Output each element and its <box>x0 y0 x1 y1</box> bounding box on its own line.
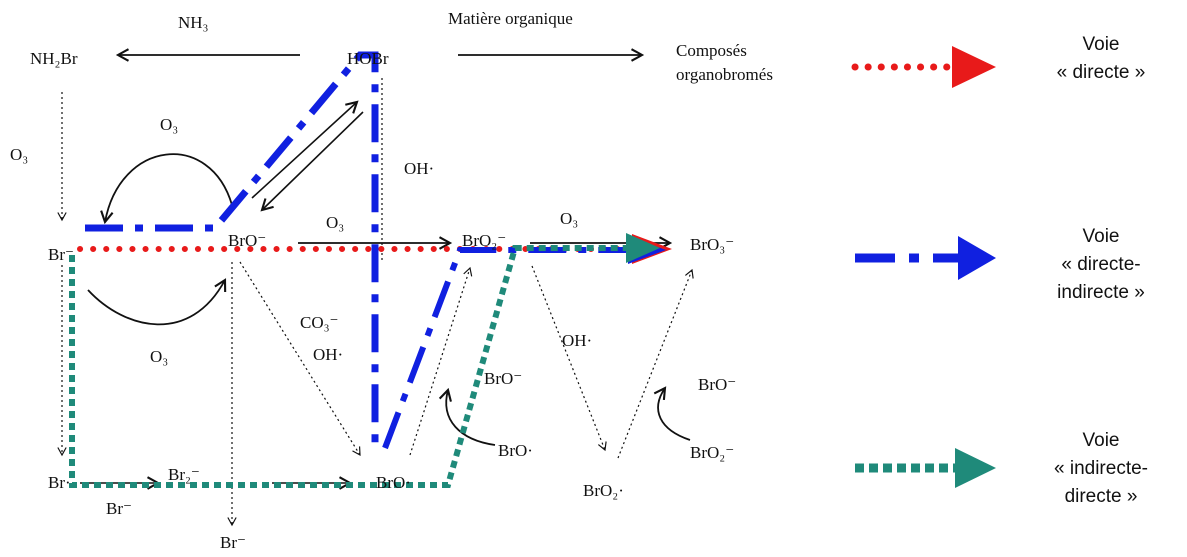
reagent-oh-radical-top: OH· <box>404 159 434 178</box>
arrow-bro2-radical-to-bro3 <box>617 268 694 459</box>
species-bro2-minus: BrO₂⁻ <box>462 231 506 250</box>
pathway-direct-indirect-upper <box>85 51 379 448</box>
legend-indirect-direct: Voie « indirecte- directe » <box>855 430 1148 507</box>
reagent-co3-minus: CO₃⁻ <box>300 313 339 332</box>
reagent-o3-bro2: O₃ <box>560 209 578 228</box>
species-bro-minus: BrO⁻ <box>228 231 266 250</box>
legend-direct-indirect-line1: Voie <box>1083 226 1120 247</box>
reagent-o3-bottom-curve: O₃ <box>150 347 168 366</box>
legend-direct-indirect-line2: « directe- <box>1061 254 1140 275</box>
arrow-bro2-to-bro2-radical <box>531 265 607 452</box>
reagent-nh3: NH₃ <box>178 13 209 32</box>
legend-direct: Voie « directe » <box>851 34 1146 88</box>
pathway-indirect-direct-line <box>69 245 630 488</box>
legend-direct-line2: « directe » <box>1057 62 1146 83</box>
legend-direct-arrowhead <box>952 46 996 88</box>
arrow-bro-feed-curve-right <box>653 386 691 441</box>
reagent-bro-radical: BrO· <box>498 441 533 460</box>
arrow-o3-br-to-bro-curve <box>87 278 227 326</box>
species-bro-radical: BrO· <box>376 473 411 492</box>
pathway-indirect-direct <box>69 233 660 488</box>
arrow-o3-bro-to-br-curve <box>100 153 233 225</box>
reagent-bro-minus-upper: BrO⁻ <box>484 369 522 388</box>
reagent-bro-minus-right: BrO⁻ <box>698 375 736 394</box>
reagent-o3-top-curve: O₃ <box>160 115 178 134</box>
legend-direct-indirect-line3: indirecte » <box>1057 282 1145 303</box>
reagent-br-minus-low: Br⁻ <box>106 499 132 518</box>
species-br-radical: Br· <box>48 473 71 492</box>
arrow-hobr-to-bro <box>260 111 364 212</box>
legend-direct-line1: Voie <box>1083 34 1120 55</box>
reagent-oh-radical-right: OH· <box>562 331 592 350</box>
species-labels: NH₂Br HOBr Composés organobromés Br⁻ BrO… <box>30 41 773 552</box>
species-br-minus: Br⁻ <box>48 245 74 264</box>
species-nh2br: NH₂Br <box>30 49 78 68</box>
species-composes-line2: organobromés <box>676 65 773 84</box>
reagent-matiere-organique: Matière organique <box>448 9 573 28</box>
legend-indirect-direct-line1: Voie <box>1083 430 1120 451</box>
pathway-indirect-direct-arrowhead <box>626 233 660 263</box>
legend-indirect-direct-arrowhead <box>955 448 996 488</box>
reagent-oh-radical-middle: OH· <box>313 345 343 364</box>
species-composes-line1: Composés <box>676 41 747 60</box>
legend-indirect-direct-line2: « indirecte- <box>1054 458 1148 479</box>
arrow-bro-radical-feed-curve <box>438 387 496 446</box>
species-bro3-minus: BrO₃⁻ <box>690 235 734 254</box>
species-bro2-radical: BrO₂· <box>583 481 624 500</box>
reagent-labels: NH₃ Matière organique O₃ O₃ OH· O₃ O₃ O₃… <box>10 9 736 518</box>
legend-direct-indirect: Voie « directe- indirecte » <box>855 226 1145 303</box>
legend: Voie « directe » Voie « directe- indirec… <box>851 34 1148 507</box>
legend-indirect-direct-line3: directe » <box>1065 486 1138 507</box>
arrow-bro-to-hobr <box>251 100 359 199</box>
reagent-bro2-minus-right: BrO₂⁻ <box>690 443 734 462</box>
legend-direct-indirect-arrowhead <box>958 236 996 280</box>
reagent-o3-bro: O₃ <box>326 213 344 232</box>
species-br-minus-bottom: Br⁻ <box>220 533 246 552</box>
pathway-direct-indirect-lower <box>382 247 640 450</box>
species-br2-minus: Br₂⁻ <box>168 465 200 484</box>
reagent-o3-left: O₃ <box>10 145 28 164</box>
species-hobr: HOBr <box>347 49 389 68</box>
